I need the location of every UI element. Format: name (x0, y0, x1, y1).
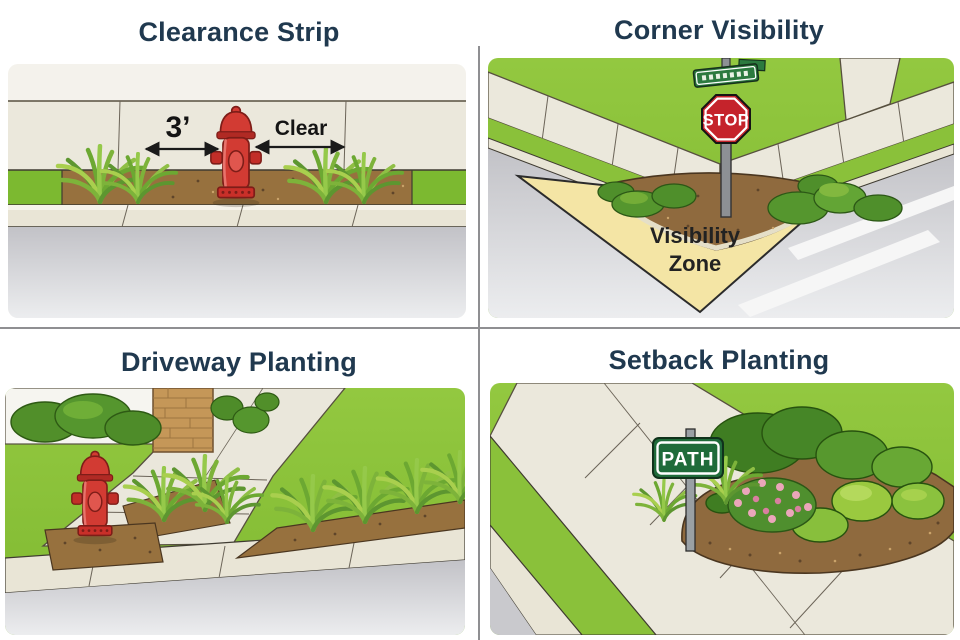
lane-markings (738, 186, 954, 317)
right-planting-strip (234, 452, 465, 559)
stop-sign-label: STOP (703, 112, 750, 130)
clear-label: Clear (275, 117, 328, 140)
hydrant-bed (44, 522, 164, 571)
curb (8, 204, 466, 228)
sign-post (685, 428, 696, 552)
sidewalk-branch (839, 58, 901, 121)
panel-title-clearance-strip: Clearance Strip (138, 17, 340, 47)
panel-driveway-planting (5, 388, 465, 635)
vertical-divider (478, 46, 480, 640)
bushes-right (767, 174, 903, 225)
hedge-bushes (10, 393, 162, 446)
stop-sign: STOP (701, 94, 751, 144)
street-name-sign (692, 58, 766, 88)
brick-pillar (152, 388, 214, 453)
clearance-annotation: 3’ Clear (144, 111, 346, 157)
visibility-zone-label: Visibility Zone (650, 223, 741, 276)
setback-planting-bed (632, 406, 954, 575)
road-corner (490, 568, 536, 635)
svg-text:Zone: Zone (669, 251, 722, 276)
path-sign-label: PATH (662, 450, 715, 471)
bushes-left (597, 181, 697, 218)
distance-label: 3’ (165, 111, 190, 144)
bushes-by-pillar (210, 392, 280, 434)
panel-setback-planting: PATH (490, 383, 954, 635)
panel-corner-visibility: STOP Visibility Zone (488, 58, 954, 318)
panel-clearance-strip: 3’ Clear (8, 64, 466, 318)
road (8, 227, 466, 318)
panel-title-driveway-planting: Driveway Planting (121, 347, 357, 377)
svg-text:Visibility: Visibility (650, 223, 741, 248)
lawn-strip-right (412, 170, 466, 205)
lawn-strip-left (8, 170, 62, 205)
road (5, 560, 465, 635)
panel-title-corner-visibility: Corner Visibility (614, 15, 824, 45)
panel-title-setback-planting: Setback Planting (608, 345, 830, 375)
flowering-shrub (727, 477, 817, 533)
street-edge (490, 435, 657, 635)
path-sign: PATH (652, 428, 724, 552)
horizontal-divider (0, 327, 960, 329)
